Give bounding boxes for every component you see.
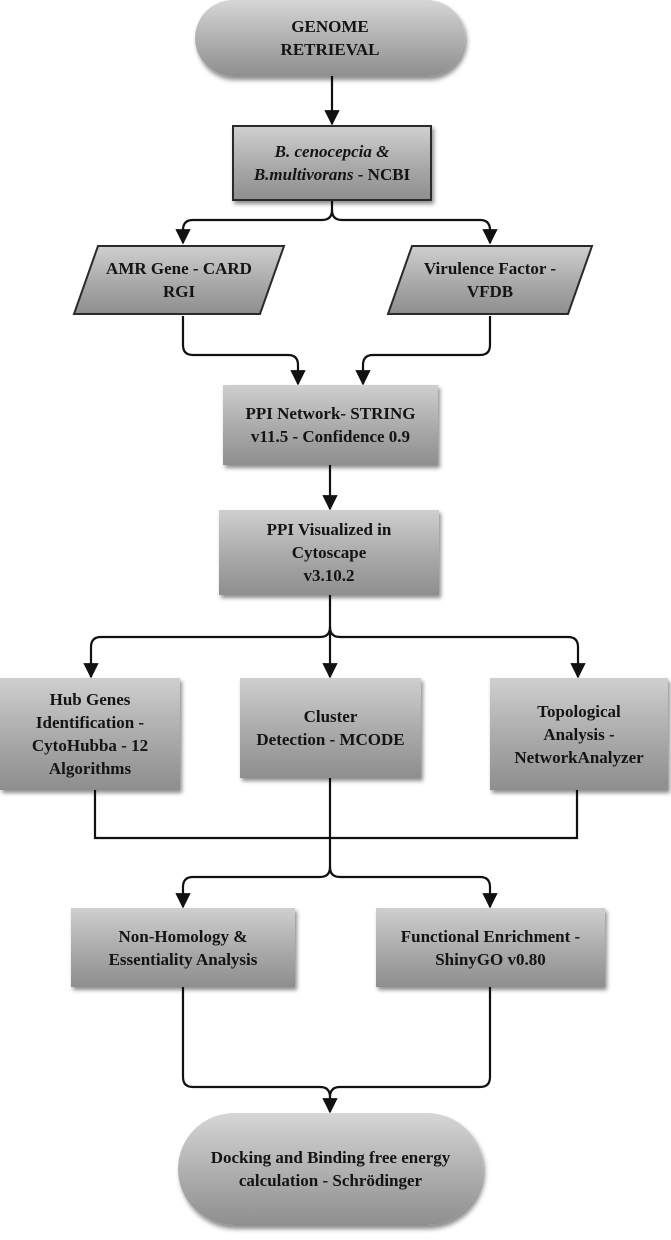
string-line-2: v11.5 - Confidence 0.9 [250, 427, 411, 446]
ncbi-species-2: B.multivorans [253, 165, 354, 184]
cytoscape-node: PPI Visualized in Cytoscape v3.10.2 [219, 510, 439, 595]
connector-cytohubba-merge [93, 790, 579, 840]
cytohubba-line-3: CytoHubba - 12 [31, 736, 149, 755]
cytoscape-line-3: v3.10.2 [303, 566, 355, 585]
cytoscape-line-1: PPI Visualized in [266, 520, 392, 539]
networkanalyzer-node: Topological Analysis - NetworkAnalyzer [490, 678, 668, 790]
essentiality-node: Non-Homology & Essentiality Analysis [71, 908, 295, 987]
mcode-line-1: Cluster [303, 707, 358, 726]
vfdb-shape [386, 245, 594, 315]
vfdb-label: Virulence Factor - VFDB [386, 244, 594, 316]
connector-ncbi-to-vfdb [330, 209, 498, 245]
networkanalyzer-line-3: NetworkAnalyzer [514, 747, 644, 767]
amr-line-2: RGI [162, 282, 196, 301]
genome-retrieval-line-1: GENOME [291, 17, 369, 36]
string-line-1: PPI Network- STRING [245, 404, 416, 423]
networkanalyzer-line-2: Analysis - [543, 724, 615, 744]
genome-retrieval-line-2: RETRIEVAL [280, 40, 380, 59]
shinygo-line-2: ShinyGO v0.80 [435, 949, 546, 969]
connector-amr-to-string [181, 316, 306, 386]
amr-shape [72, 245, 286, 315]
vfdb-node: Virulence Factor - VFDB [386, 244, 594, 316]
amr-line-1: AMR Gene - CARD [106, 259, 252, 278]
ncbi-line-2: B.multivorans - NCBI [254, 163, 410, 186]
cytohubba-line-1: Hub Genes [49, 690, 131, 709]
connector-cytoscape-to-networkanalyzer [328, 626, 586, 679]
essentiality-line-1: Non-Homology & [118, 926, 248, 946]
shinygo-node: Functional Enrichment - ShinyGO v0.80 [376, 908, 605, 987]
cytohubba-line-4: Algorithms [48, 759, 132, 778]
mcode-line-2: Detection - MCODE [256, 730, 405, 749]
amr-label: AMR Gene - CARD RGI [72, 244, 286, 316]
docking-node: Docking and Binding free energy calculat… [178, 1113, 483, 1225]
networkanalyzer-line-1: Topological [537, 701, 621, 721]
amr-node: AMR Gene - CARD RGI [72, 244, 286, 316]
vfdb-line-1: Virulence Factor - [423, 259, 557, 278]
ncbi-node: B. cenocepcia & B.multivorans - NCBI [232, 125, 432, 201]
connector-merge-to-essentiality [175, 838, 332, 909]
docking-line-2: calculation - Schrödinger [238, 1171, 423, 1190]
shinygo-line-1: Functional Enrichment - [400, 926, 581, 946]
connector-shinygo-to-docking [328, 987, 492, 1098]
essentiality-line-2: Essentiality Analysis [108, 949, 258, 969]
connector-essentiality-to-docking [181, 987, 338, 1114]
cytoscape-line-2: Cytoscape [291, 543, 367, 562]
cytohubba-node: Hub Genes Identification - CytoHubba - 1… [0, 678, 180, 790]
connector-ncbi-split [175, 200, 334, 245]
string-node: PPI Network- STRING v11.5 - Confidence 0… [223, 385, 438, 465]
docking-line-1: Docking and Binding free energy [210, 1148, 451, 1167]
vfdb-line-2: VFDB [466, 282, 514, 301]
ncbi-source: - NCBI [353, 165, 411, 184]
genome-retrieval-node: GENOME RETRIEVAL [195, 0, 465, 76]
connector-vfdb-to-string [355, 316, 492, 386]
ncbi-species-1: B. cenocepcia & [274, 142, 390, 161]
connector-merge-to-shinygo [328, 866, 498, 909]
mcode-node: Cluster Detection - MCODE [240, 678, 421, 778]
cytohubba-line-2: Identification - [35, 713, 145, 732]
connector-cytoscape-split [83, 594, 332, 679]
ncbi-line-1: B. cenocepcia & [275, 140, 390, 163]
